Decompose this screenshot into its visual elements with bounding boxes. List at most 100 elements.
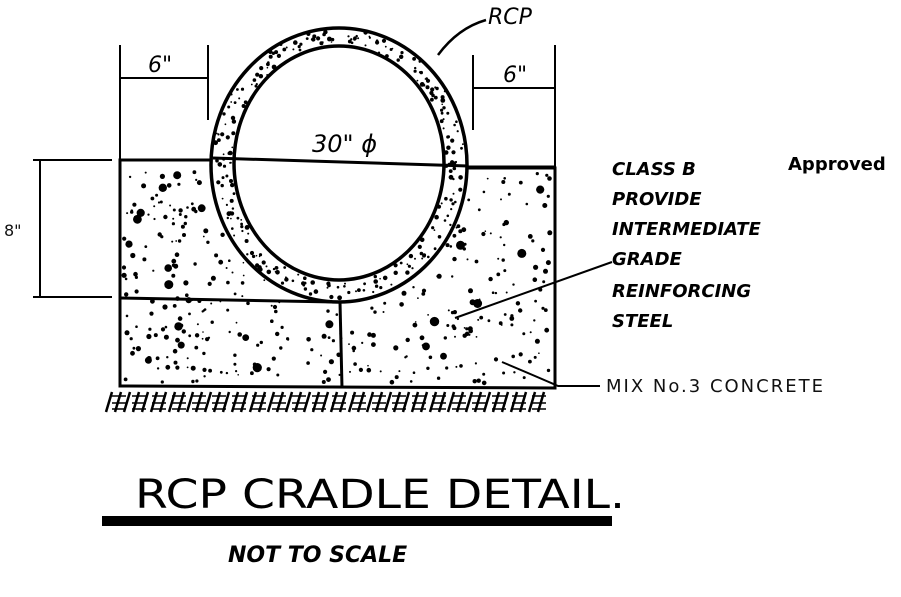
concrete-speck (220, 232, 225, 237)
concrete-speck (450, 310, 455, 315)
concrete-speck (447, 309, 450, 312)
pipe-speck (450, 208, 453, 211)
concrete-speck (197, 204, 206, 213)
concrete-speck (545, 173, 549, 177)
pipe-speck (452, 166, 457, 171)
concrete-speck (172, 304, 177, 308)
concrete-speck (155, 193, 159, 197)
pipe-speck (377, 51, 381, 54)
concrete-speck (412, 371, 416, 375)
concrete-speck (157, 232, 162, 237)
pipe-speck (357, 37, 360, 40)
concrete-note-leader (501, 361, 600, 387)
concrete-speck (456, 317, 460, 321)
pipe-speck (221, 176, 225, 180)
concrete-speck (171, 263, 176, 267)
concrete-speck (135, 325, 138, 329)
pipe-speck (230, 211, 235, 216)
pipe-speck (241, 104, 246, 108)
concrete-speck (382, 311, 385, 313)
pipe-speck (231, 119, 237, 124)
concrete-speck (502, 371, 506, 375)
pipe-speck (373, 274, 377, 279)
pipe-speck (437, 235, 442, 239)
pipe-speck (462, 143, 464, 146)
concrete-speck (177, 239, 182, 243)
concrete-speck (512, 283, 515, 286)
pipe-speck (313, 289, 319, 294)
pipe-speck (221, 197, 224, 200)
pipe-speck (396, 58, 400, 62)
concrete-speck (192, 170, 197, 175)
pipe-speck (384, 45, 387, 48)
concrete-speck (541, 306, 545, 310)
pipe-speck (443, 219, 447, 222)
concrete-speck (190, 202, 194, 206)
concrete-speckle (121, 170, 553, 386)
pipe-speck (448, 174, 454, 180)
pipe-speck (348, 40, 350, 43)
concrete-speck (123, 377, 128, 382)
pipe-speck (390, 283, 393, 286)
concrete-speck (219, 370, 223, 374)
pipe-speck (460, 146, 463, 150)
pipe-speck (439, 119, 444, 124)
concrete-speck (208, 368, 213, 373)
concrete-speck (467, 198, 471, 202)
concrete-speck (188, 334, 192, 338)
concrete-speck (278, 301, 281, 304)
concrete-speck (177, 182, 181, 186)
ground-hatching (104, 391, 548, 413)
concrete-speck (172, 208, 176, 212)
pipe-speck (222, 164, 227, 168)
pipe-speck (411, 267, 414, 270)
concrete-speck (546, 368, 551, 373)
concrete-speck (445, 243, 450, 248)
concrete-speck (427, 314, 429, 316)
concrete-speck (226, 308, 230, 312)
pipe-speck (257, 265, 262, 270)
steel-note-line-1: CLASS B (612, 159, 696, 180)
concrete-speck (522, 332, 526, 336)
pipe-speck (330, 41, 333, 43)
concrete-speck (159, 200, 163, 204)
concrete-speck (125, 240, 133, 248)
pipe-speck (274, 270, 277, 273)
concrete-speck (132, 346, 136, 350)
concrete-speck (172, 217, 175, 220)
concrete-speck (398, 370, 401, 373)
concrete-speck (203, 375, 206, 378)
pipe-speck (244, 239, 249, 243)
concrete-speck (263, 279, 266, 282)
pipe-speck (303, 281, 307, 285)
concrete-speck (179, 323, 184, 328)
concrete-speck (543, 308, 548, 312)
concrete-speck (405, 337, 410, 343)
concrete-speck (183, 280, 189, 286)
concrete-speck (310, 348, 314, 352)
pipe-speck (229, 162, 231, 164)
concrete-speck (166, 356, 169, 359)
concrete-speck (542, 203, 548, 208)
pipe-speck (393, 270, 398, 275)
pipe-speck (230, 217, 232, 220)
pipe-speck (236, 216, 240, 220)
concrete-speck (419, 335, 425, 341)
concrete-speck (366, 367, 372, 373)
pipe-speck (440, 95, 445, 100)
cradle-height-dimension: 8" (4, 159, 112, 298)
pipe-speck (274, 266, 279, 270)
pipe-speck (413, 69, 417, 73)
concrete-speck (270, 319, 274, 324)
concrete-speck (533, 264, 539, 270)
pipe-speck (225, 135, 230, 140)
pipe-speck (282, 47, 287, 52)
concrete-speck (323, 369, 328, 374)
pipe-speck (458, 175, 463, 180)
concrete-speck (462, 247, 466, 251)
concrete-speck (546, 194, 550, 198)
pipe-speck (233, 101, 237, 104)
concrete-speck (367, 364, 369, 367)
concrete-speck (142, 257, 147, 262)
concrete-speck (472, 379, 477, 384)
